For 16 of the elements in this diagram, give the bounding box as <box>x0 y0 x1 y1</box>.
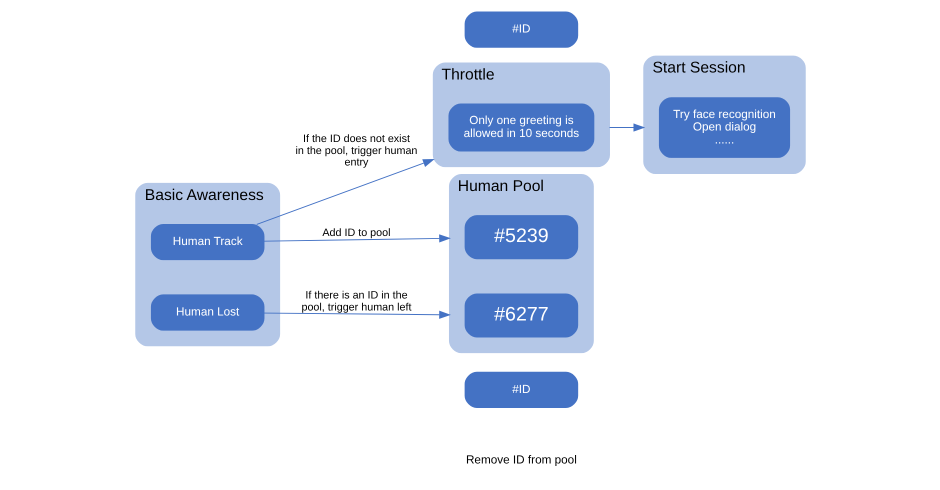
node-box: Human Lost <box>150 294 264 331</box>
node-box: #ID <box>464 12 578 48</box>
edge-label: Add ID to pool <box>322 226 390 239</box>
arrow <box>263 234 450 243</box>
node-box: #ID <box>464 372 578 408</box>
node-box: #5239 <box>464 215 578 260</box>
node-box: Only one greeting is allowed in 10 seconds <box>448 104 594 152</box>
edge-label: If the ID does not exist in the pool, trigger human entry <box>295 133 417 169</box>
arrow <box>256 159 434 225</box>
edge-label: If there is an ID in the pool, trigger human left <box>300 290 411 314</box>
node-box: Human Track <box>150 224 264 260</box>
label: Remove ID from pool <box>465 453 576 466</box>
arrow <box>263 310 450 319</box>
node-box: Try face recognition Open dialog ...... <box>658 97 790 158</box>
arrow <box>608 123 645 132</box>
node-box: #6277 <box>464 293 578 338</box>
